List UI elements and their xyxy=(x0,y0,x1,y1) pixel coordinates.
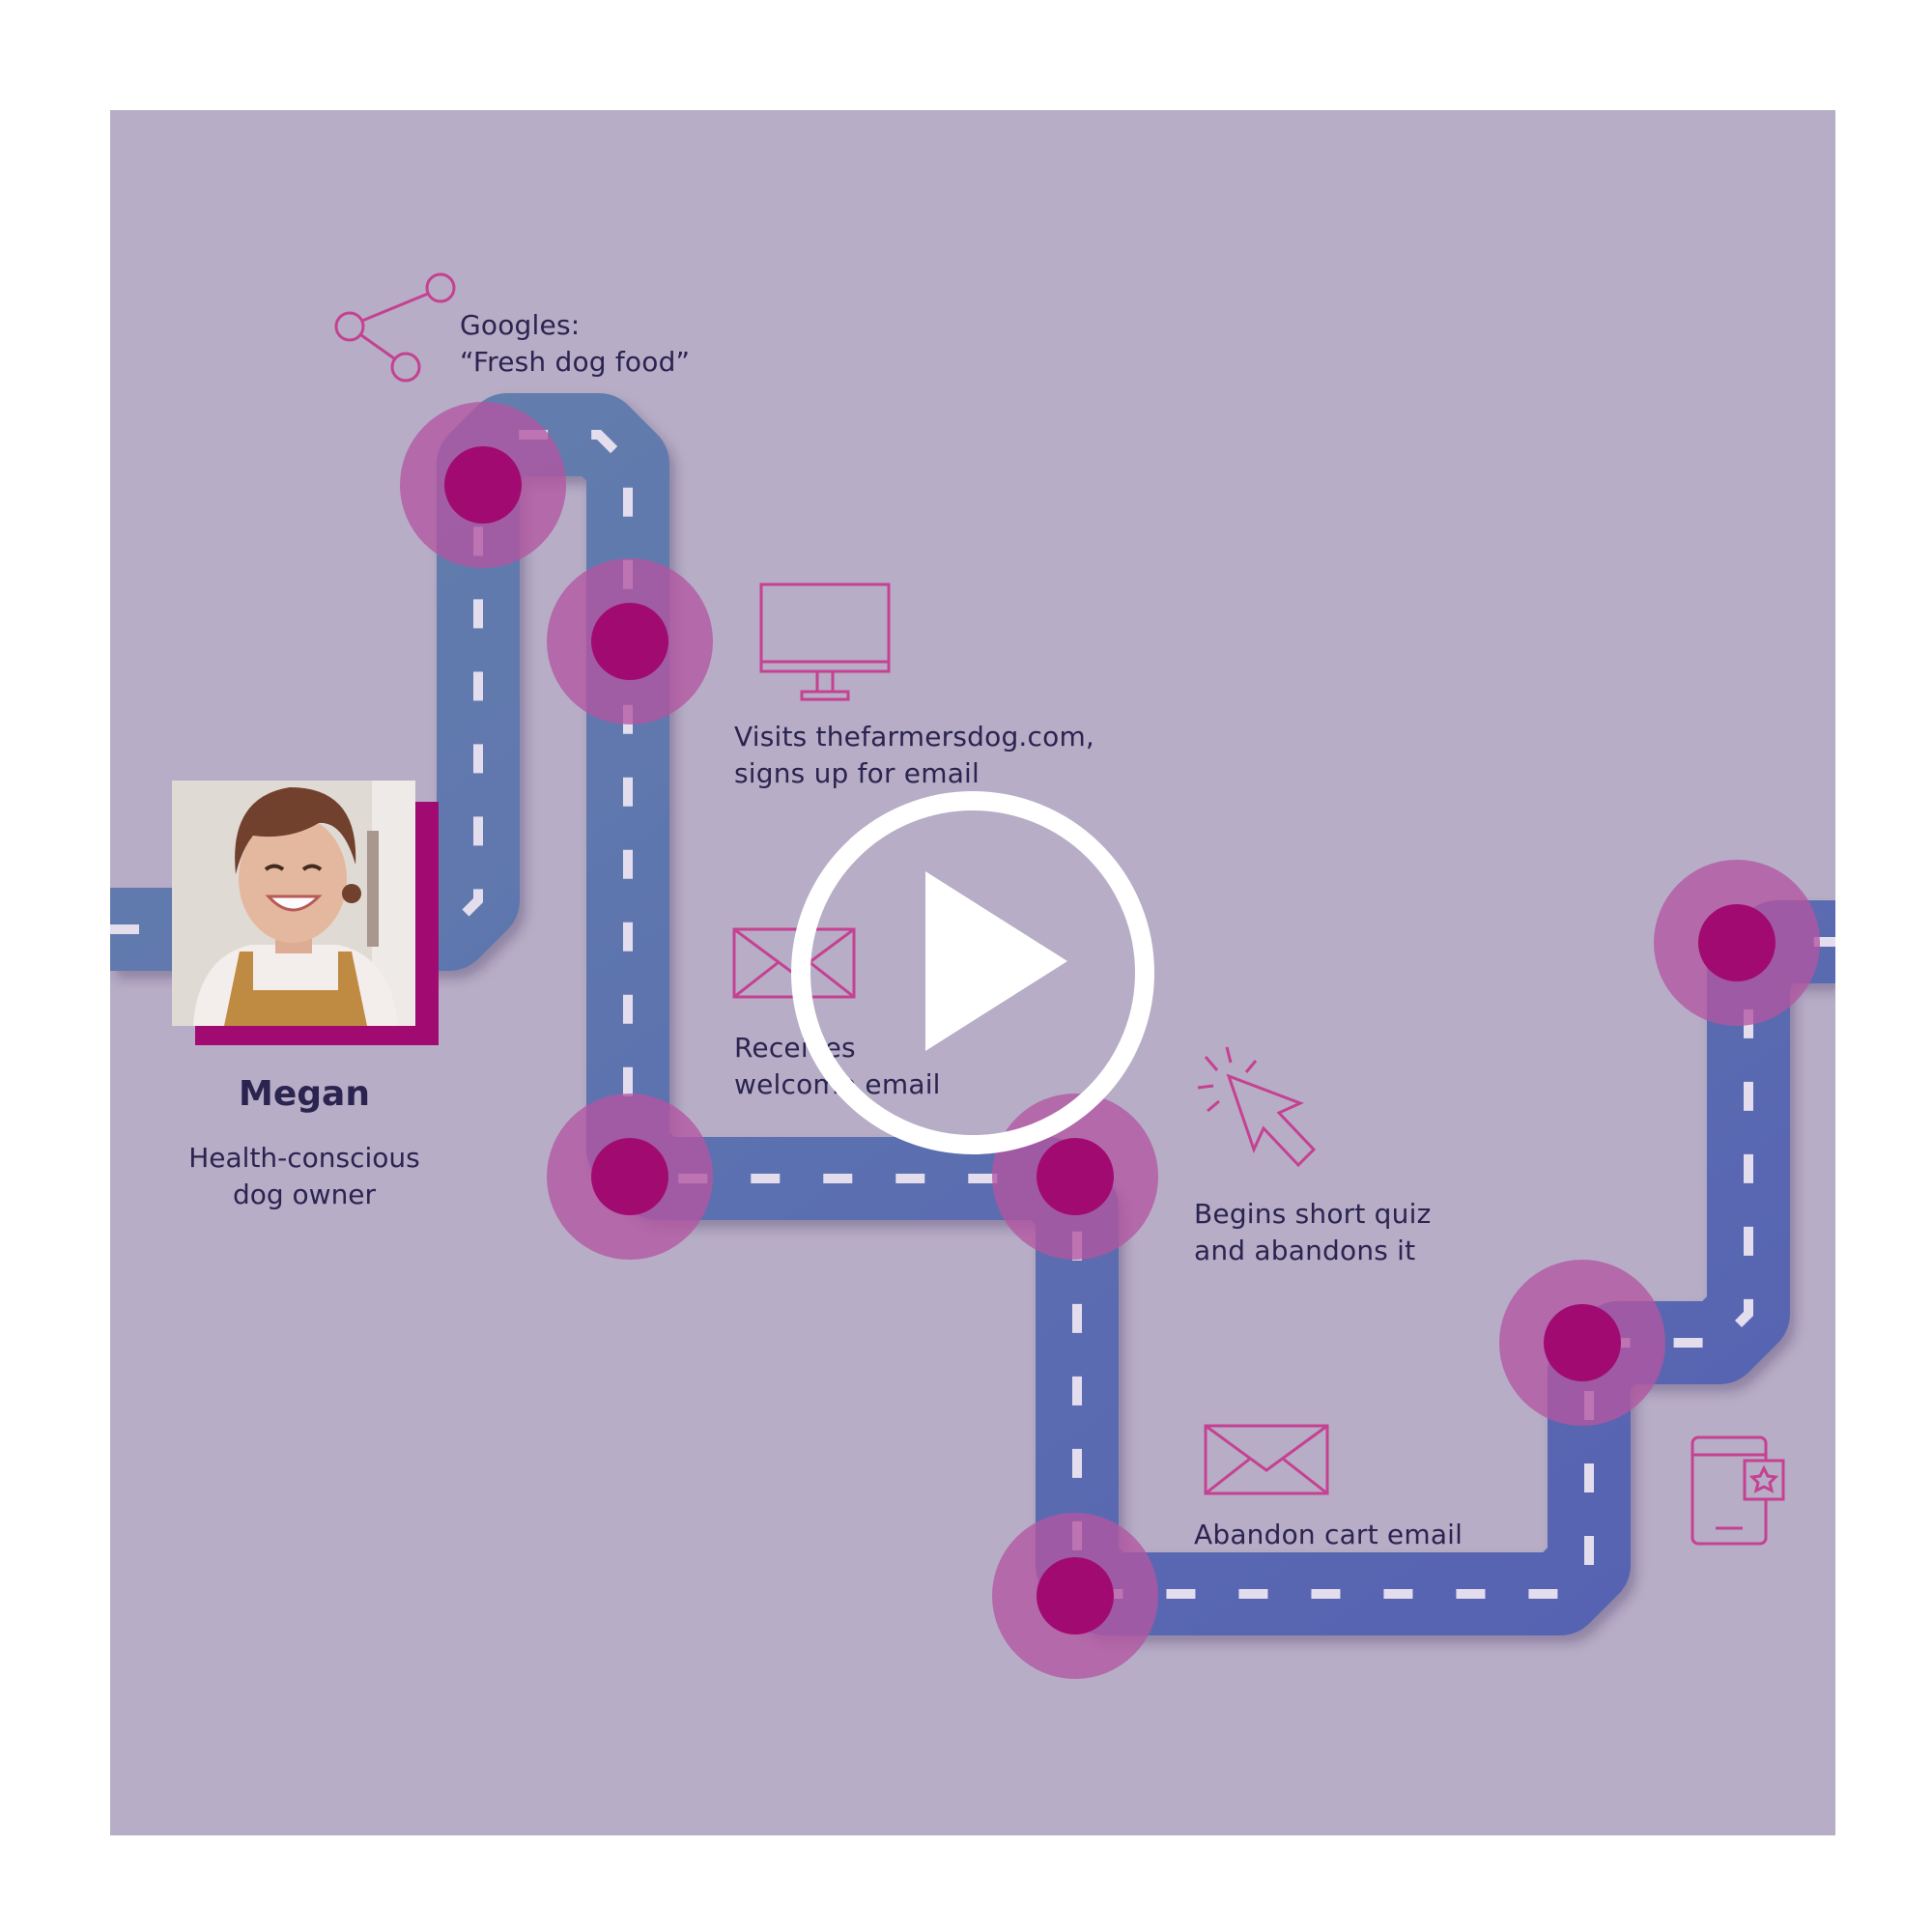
stop-dot xyxy=(591,1138,668,1215)
step-label-line: Googles: xyxy=(460,309,581,341)
stop-google xyxy=(400,402,566,568)
stop-dot xyxy=(1544,1304,1621,1381)
step-label-visit: Visits thefarmersdog.com, signs up for e… xyxy=(734,719,1094,792)
step-label-line: “Fresh dog food” xyxy=(460,346,691,378)
play-icon[interactable] xyxy=(925,871,1067,1051)
stop-app xyxy=(1499,1260,1665,1426)
step-label-google: Googles: “Fresh dog food” xyxy=(460,307,690,381)
step-label-line: and abandons it xyxy=(1194,1235,1416,1266)
step-label-line: Visits thefarmersdog.com, xyxy=(734,721,1095,753)
stop-end xyxy=(1654,860,1820,1026)
step-label-line: Begins short quiz xyxy=(1194,1198,1432,1230)
step-label-quiz: Begins short quiz and abandons it xyxy=(1194,1196,1431,1269)
step-label-line: Abandon cart email xyxy=(1194,1519,1463,1550)
stop-dot xyxy=(591,603,668,680)
stop-dot xyxy=(1037,1557,1114,1634)
stop-dot xyxy=(1698,904,1776,981)
stop-dot xyxy=(444,446,522,524)
monitor-icon xyxy=(759,582,891,701)
stop-cart xyxy=(992,1513,1158,1679)
stop-dot xyxy=(1037,1138,1114,1215)
share-nodes-icon xyxy=(334,272,456,383)
stop-visit xyxy=(547,558,713,724)
persona-description-line: Health-conscious xyxy=(188,1142,420,1174)
step-label-line: signs up for email xyxy=(734,757,980,789)
envelope-icon xyxy=(1204,1424,1329,1495)
tablet-star-icon xyxy=(1690,1435,1785,1546)
step-label-cart: Abandon cart email xyxy=(1194,1517,1463,1553)
play-button[interactable] xyxy=(791,791,1154,1154)
persona-name: Megan xyxy=(239,1074,370,1114)
persona-photo xyxy=(172,781,439,1045)
stop-welcome xyxy=(547,1094,713,1260)
road-center-dashes xyxy=(110,430,1835,1599)
play-ring[interactable] xyxy=(791,791,1154,1154)
cursor-click-icon xyxy=(1197,1046,1317,1168)
persona-description: Health-conscious dog owner xyxy=(145,1140,464,1213)
step-label-line: Receives xyxy=(734,1032,856,1064)
persona-description-line: dog owner xyxy=(232,1179,377,1210)
